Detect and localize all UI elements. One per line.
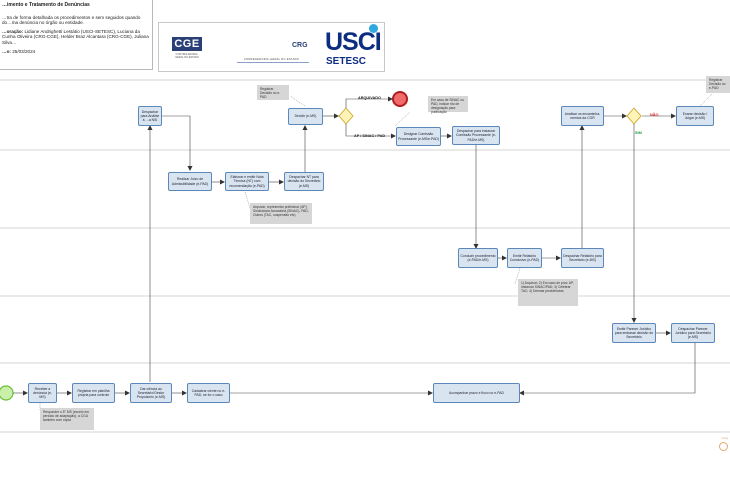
logo-panel (158, 22, 385, 72)
bizagi-watermark: bizagi (708, 437, 728, 451)
note-registrar-decisao-2: Registrar Decisão no e-PAD (706, 76, 730, 93)
task-nota-tecnica[interactable]: Elaborar e emitir Nota Técnica (NT) com … (225, 172, 269, 191)
task-registrar-planilha[interactable]: Registrar em planilha própria para contr… (72, 383, 115, 403)
usci-logo: USCI (325, 28, 382, 56)
authors-label: …oração: (2, 28, 24, 34)
note-rito-designacao: Em caso de SINAC ou PAD, indicar rito de… (428, 96, 468, 114)
date-value: 25/03/2024 (12, 48, 36, 54)
note-providencias: 1) Arquivar; 2) Em caso de prov. AP, ins… (518, 279, 578, 306)
note-responder-ms: Responder o 5° MS (exceto em período de … (40, 408, 94, 430)
date-row: …o: 25/03/2024 (2, 49, 149, 55)
task-juizo-admissibilidade[interactable]: Realizar Juízo de Admissibilidade (e-PAD… (168, 172, 212, 191)
crg-logo-subtitle: CORREGEDORIA-GERAL DO ESTADO (244, 58, 300, 61)
task-despachar-relatorio[interactable]: Despachar Relatório para Secretário (e-M… (561, 248, 604, 268)
crg-logo-rule (237, 62, 309, 63)
flow-label-routes: AP / SINAC / PAD (354, 134, 386, 138)
task-exarar-decisao[interactable]: Exarar decisão / Julgar (e-MS) (676, 106, 714, 126)
setesc-logo: SETESC (326, 56, 367, 67)
task-despachar-analise[interactable]: Despachar para Análise à …a NSI (138, 106, 162, 126)
crg-logo: CRG (292, 42, 308, 49)
sequence-flows (13, 96, 696, 396)
diagram-header: …imento e Tratamento de Denúncias …tra d… (0, 0, 153, 70)
task-conduzir-procedimento[interactable]: Conduzir procedimento (e-PAD/e-MS) (458, 248, 498, 268)
task-relatorio-conclusivo[interactable]: Emitir Relatório Conclusivo (e-PAD) (507, 248, 542, 268)
bizagi-icon (719, 442, 728, 451)
gateway-approval (626, 107, 642, 125)
gateway-decision (338, 107, 354, 125)
end-event-archive (392, 91, 408, 107)
cge-logo-subtitle: CONTROLADORIA-GERAL DO ESTADO (175, 53, 199, 59)
task-analisar-cgr[interactable]: Analisar os encaminha- mentos da CGR (561, 106, 604, 126)
task-receber-denuncia[interactable]: Receber a denúncia (e-MS) (28, 383, 57, 403)
task-despachar-nt[interactable]: Despachar NT para decisão do Secretário … (284, 172, 324, 191)
task-decidir[interactable]: Decidir (e-MS) (288, 108, 323, 125)
usci-logo-dot (369, 24, 378, 33)
associations (39, 93, 713, 410)
flow-label-archive: ARQUIVADO (358, 96, 381, 100)
task-parecer-juridico[interactable]: Emitir Parecer Jurídico para embasar dec… (612, 323, 656, 343)
lane-separators (0, 79, 730, 433)
task-despachar-parecer[interactable]: Despachar Parecer Jurídico para Secretár… (671, 323, 715, 343)
authors-row: …oração: Lidiane Andrighetti Lestátio (U… (2, 29, 149, 46)
diagram-description: …tra de forma detalhada os procedimentos… (2, 14, 141, 26)
note-registrar-decisao-1: Registrar Decisão no e-PAD (257, 85, 289, 100)
diagram-title: …imento e Tratamento de Denúncias (2, 2, 90, 8)
task-instaurar-comissao[interactable]: Despachar para instaurar Comissão Proces… (452, 126, 500, 145)
task-acompanhar-prazo[interactable]: Acompanhar prazo e fluxo no e-PAD (433, 383, 520, 403)
authors-value: Lidiane Andrighetti Lestátio (USCI-SETES… (2, 28, 149, 45)
note-recomendacoes: Arquivar, representar preliminar (AP), S… (250, 203, 312, 224)
flow-label-no: NÃO (650, 113, 659, 117)
cge-logo: CGE (172, 37, 202, 51)
bizagi-watermark-text: bizagi (721, 437, 728, 440)
task-cadastrar-ciente[interactable]: Cadastrar ciente no e-PAD, se for o caso (187, 383, 230, 403)
task-designar-comissao[interactable]: Designar Comissão Processante (e-MS/e-PA… (396, 127, 441, 146)
date-label: …o: (2, 48, 11, 54)
flow-label-yes: SIM (635, 131, 642, 135)
task-dar-ciencia[interactable]: Dar ciência ao Secretário/Gestor Propuls… (130, 383, 172, 403)
start-event (0, 385, 14, 401)
